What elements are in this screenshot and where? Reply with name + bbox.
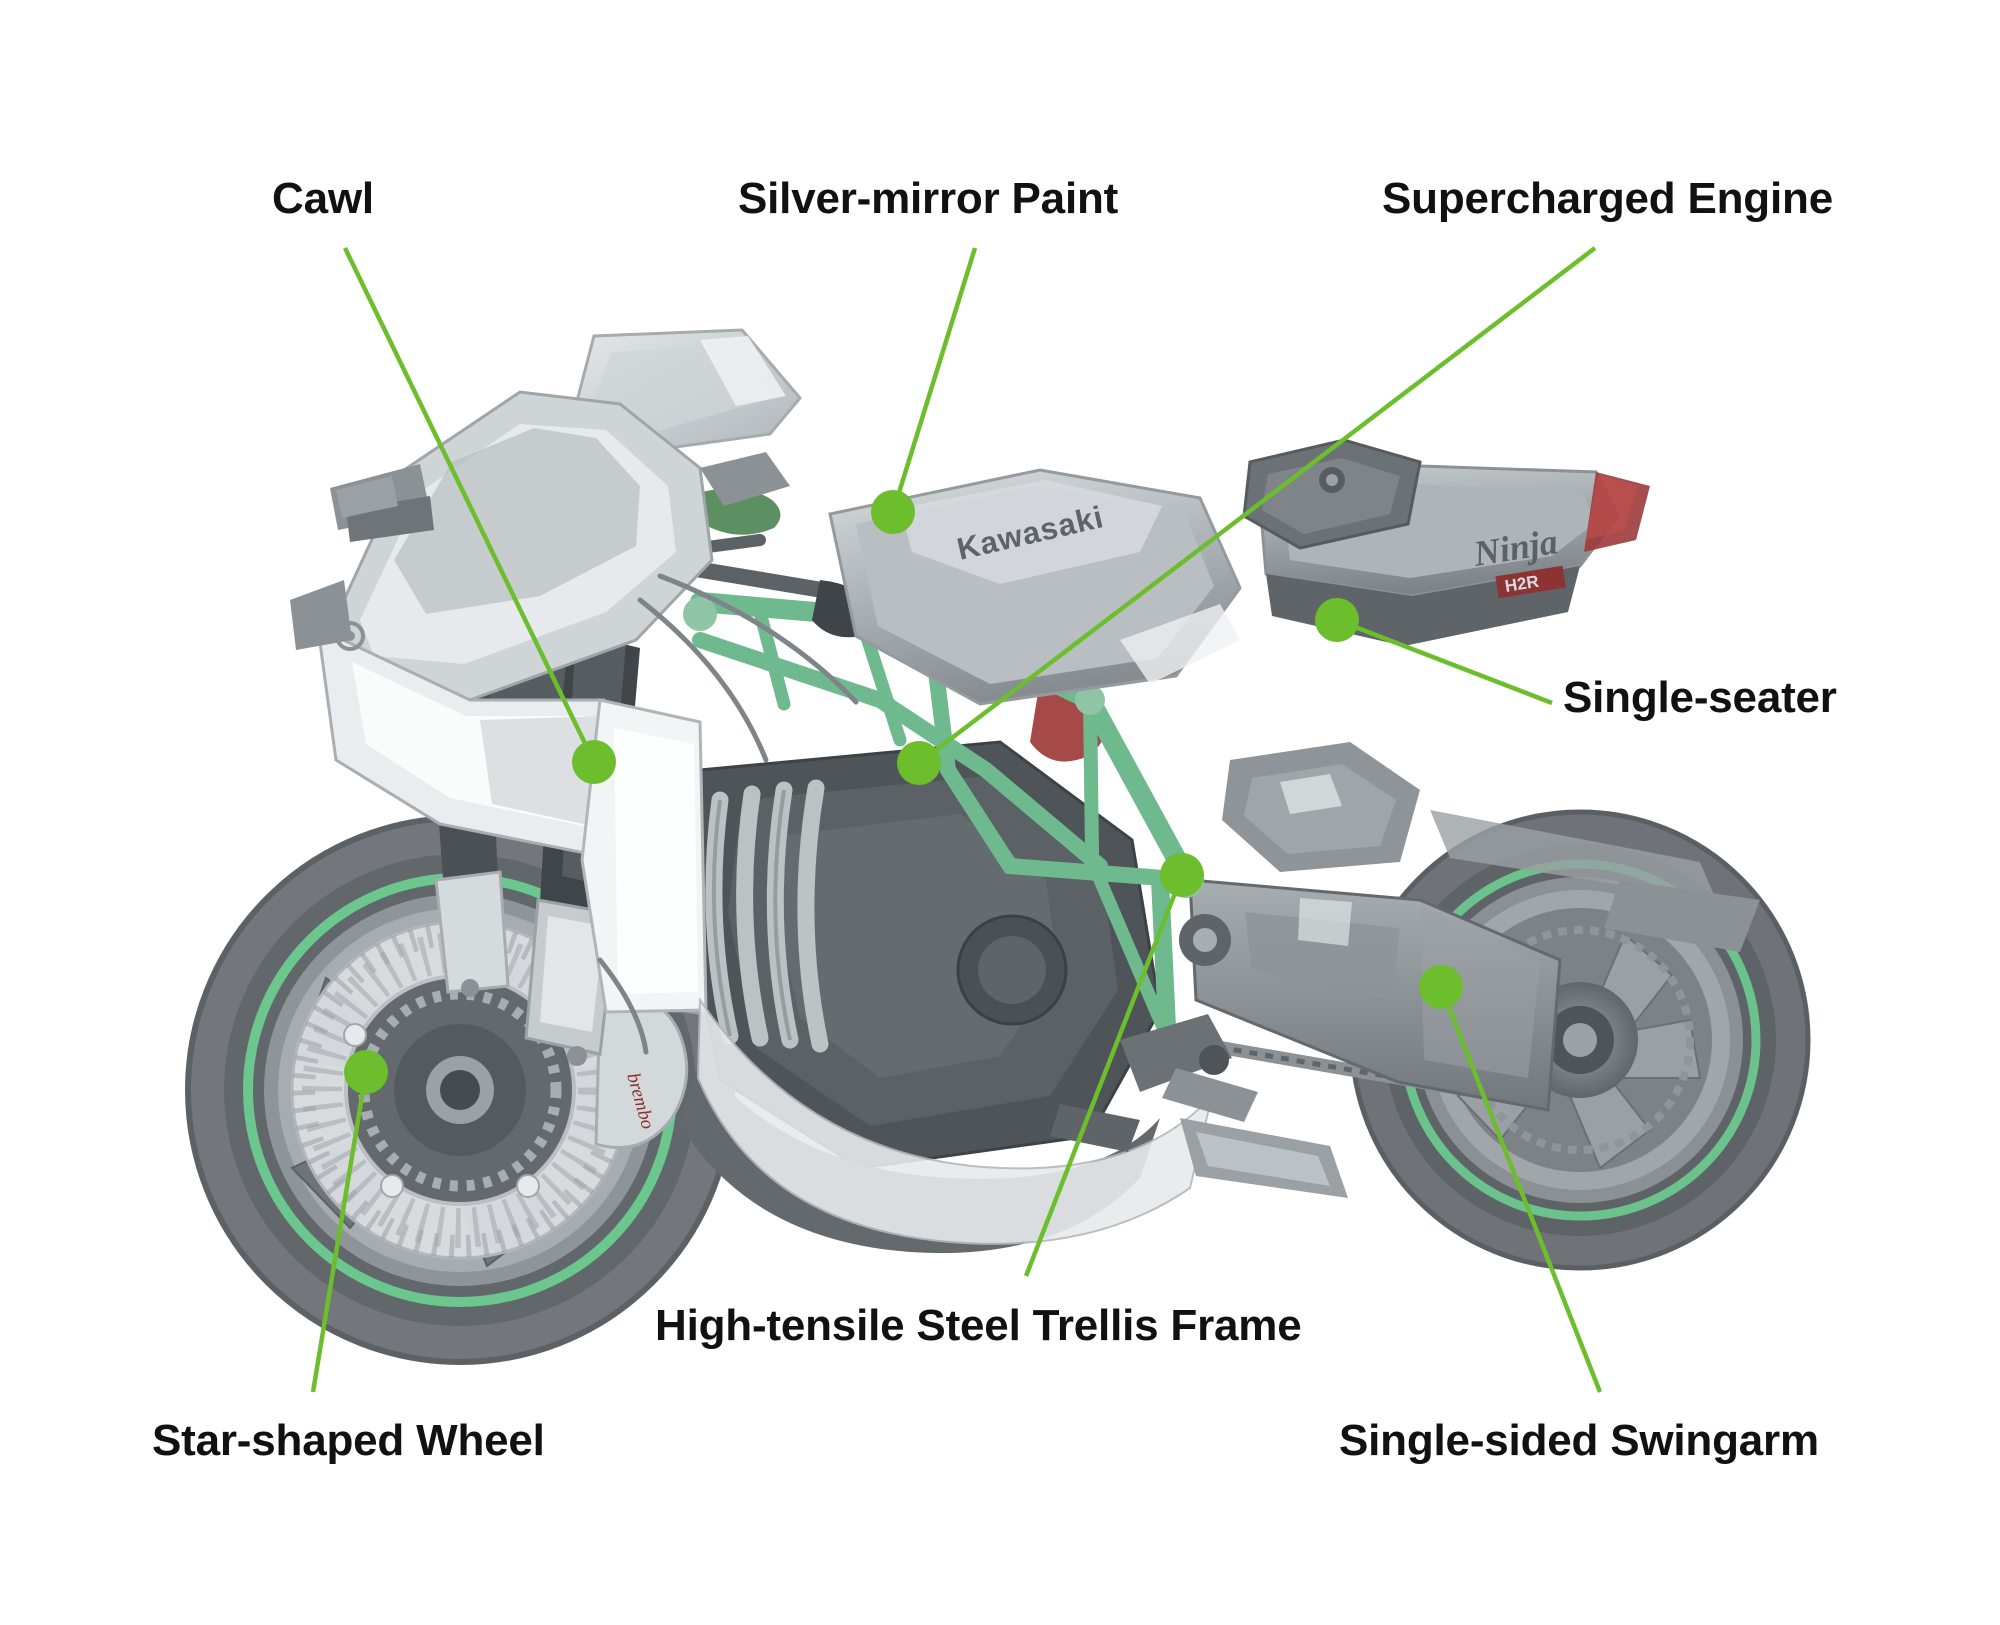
leader-line-paint <box>890 247 978 513</box>
callout-dot-swingarm <box>1419 965 1463 1009</box>
callout-dot-engine <box>897 741 941 785</box>
callout-dot-cawl <box>572 740 616 784</box>
tail-section: Ninja H2R <box>1222 438 1760 952</box>
callout-dot-frame <box>1160 853 1204 897</box>
leader-line-swingarm <box>1438 986 1603 1393</box>
leader-line-wheel <box>310 1071 369 1393</box>
callout-label-single-sided-swingarm: Single-sided Swingarm <box>1339 1416 1819 1465</box>
brake-caliper: brembo <box>594 995 689 1150</box>
callout-label-star-shaped-wheel: Star-shaped Wheel <box>152 1416 545 1465</box>
callout-label-single-seater: Single-seater <box>1563 673 1837 722</box>
callout-dots <box>344 490 1463 1094</box>
leader-line-frame <box>1023 874 1185 1277</box>
callout-dot-seater <box>1315 598 1359 642</box>
callout-label-silver-mirror-paint: Silver-mirror Paint <box>738 174 1119 223</box>
callout-label-cawl: Cawl <box>272 174 374 223</box>
fuel-tank: Kawasaki <box>828 468 1242 706</box>
leader-line-seater <box>1336 617 1553 706</box>
callout-dot-wheel <box>344 1050 388 1094</box>
front-fairing <box>290 328 1214 1245</box>
leader-line-cawl <box>342 247 597 763</box>
callout-label-high-tensile-steel-trellis-frame: High-tensile Steel Trellis Frame <box>655 1301 1302 1350</box>
callout-dot-paint <box>871 490 915 534</box>
exhaust <box>1180 1118 1348 1198</box>
rearsets <box>1050 1014 1258 1152</box>
leader-line-engine <box>917 246 1597 765</box>
cables <box>597 573 859 1055</box>
tail-badge: Ninja H2R <box>1470 521 1566 599</box>
callout-leader-lines <box>310 246 1603 1393</box>
callout-label-supercharged-engine: Supercharged Engine <box>1382 174 1833 223</box>
